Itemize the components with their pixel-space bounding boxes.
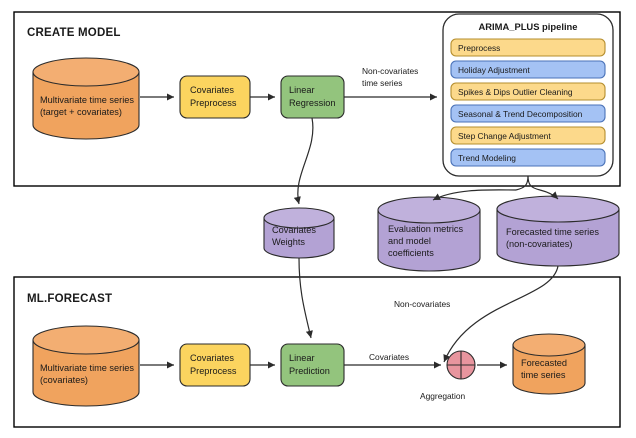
ml-forecast-title: ML.FORECAST (27, 293, 113, 305)
ml-forecast-source-cylinder (32, 325, 140, 407)
ml-forecast-prediction-box (280, 343, 345, 387)
evaluation-metrics-label-line2: and model (388, 236, 431, 246)
evaluation-metrics-label-line1: Evaluation metrics (388, 224, 464, 234)
ml-forecast-preprocess-label-line1: Covariates (190, 353, 234, 363)
connector-pipeline-fork-stem (515, 175, 529, 191)
covariates-weights-label-line2: Weights (272, 237, 306, 247)
ml-forecast-output-label-line1: Forecasted (521, 358, 567, 368)
create-model-regression-box (280, 75, 345, 119)
ml-forecast-prediction-label-line1: Linear (289, 353, 315, 363)
forecasted-noncovariates-cylinder (496, 195, 620, 267)
ml-forecast-frame (13, 276, 621, 428)
ml-forecast-output-cylinder (512, 333, 586, 395)
forecasted-noncov-label-line2: (non-covariates) (506, 239, 573, 249)
pipeline-step-label-4: Step Change Adjustment (458, 131, 551, 141)
ml-forecast-source-label-line1: Multivariate time series (40, 363, 134, 373)
pipeline-title: ARIMA_PLUS pipeline (478, 21, 578, 32)
ml-forecast-output-label-line2: time series (521, 370, 566, 380)
pipeline-step-label-5: Trend Modeling (458, 153, 516, 163)
create-model-source-cylinder (32, 57, 140, 140)
pipeline-step-bg-5 (450, 148, 606, 167)
pipeline-step-bg-3 (450, 104, 606, 123)
forecasted-noncov-label-line1: Forecasted time series (506, 227, 599, 237)
connector-regression-to-covariates-weights (293, 117, 314, 205)
evaluation-metrics-cylinder (377, 196, 481, 272)
connector-forecasted-noncov-to-aggregation (443, 265, 559, 363)
create-model-source-label-line2: (target + covariates) (40, 107, 122, 117)
create-model-regression-label-line1: Linear (289, 85, 315, 95)
covariates-weights-cylinder (263, 207, 335, 259)
create-model-source-label-line1: Multivariate time series (40, 95, 134, 105)
create-model-preprocess-box (179, 75, 251, 119)
pipeline-step-label-3: Seasonal & Trend Decomposition (458, 109, 583, 119)
create-model-frame (13, 11, 621, 187)
create-model-regression-label-line2: Regression (289, 98, 336, 108)
ml-forecast-prediction-label-line2: Prediction (289, 366, 330, 376)
edge-label-noncovariates-bottom: Non-covariates (394, 299, 451, 309)
covariates-weights-label-line1: Covariates (272, 225, 316, 235)
pipeline-step-label-1: Holiday Adjustment (458, 65, 530, 75)
ml-forecast-preprocess-label-line2: Preprocess (190, 366, 237, 376)
pipeline-step-bg-0 (450, 38, 606, 57)
pipeline-step-label-0: Preprocess (458, 43, 501, 53)
aggregation-label: Aggregation (420, 391, 466, 401)
edge-label-covariates: Covariates (369, 352, 410, 362)
aggregation-node (446, 350, 476, 380)
create-model-preprocess-label-line1: Covariates (190, 85, 234, 95)
pipeline-step-label-2: Spikes & Dips Outlier Cleaning (458, 87, 573, 97)
connector-pipeline-to-forecasted-noncovariates (539, 189, 559, 200)
ml-forecast-preprocess-box (179, 343, 251, 387)
evaluation-metrics-label-line3: coefficients (388, 248, 434, 258)
connector-pipeline-fork-stem-right (527, 175, 541, 191)
pipeline-step-bg-1 (450, 60, 606, 79)
create-model-preprocess-label-line2: Preprocess (190, 98, 237, 108)
pipeline-step-bg-4 (450, 126, 606, 145)
edge-label-noncovariates-line2: time series (362, 78, 403, 88)
ml-forecast-source-label-line2: (covariates) (40, 375, 88, 385)
connector-covariates-weights-to-prediction (298, 257, 313, 339)
pipeline-step-bg-2 (450, 82, 606, 101)
connector-pipeline-to-evaluation-metrics (432, 189, 517, 201)
edge-label-noncovariates-line1: Non-covariates (362, 66, 419, 76)
create-model-title: CREATE MODEL (27, 27, 121, 39)
